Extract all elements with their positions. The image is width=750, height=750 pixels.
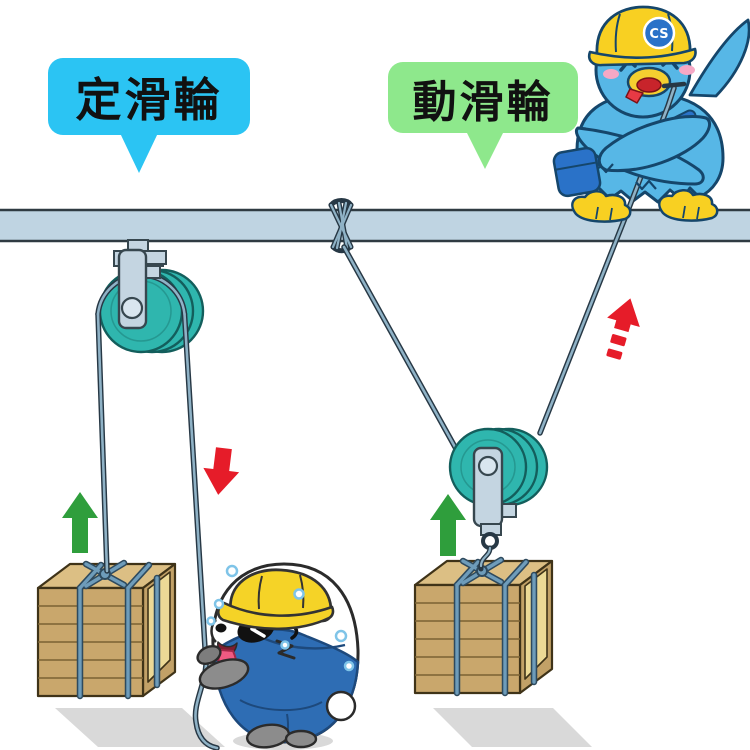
bird-raised-wing xyxy=(688,18,750,98)
bird-helmet-brim xyxy=(587,47,697,67)
axle-hole xyxy=(120,296,144,320)
panda-nose xyxy=(215,623,227,633)
bird-tie xyxy=(625,88,644,104)
hook-highlight xyxy=(479,546,492,568)
right-crate-shadow xyxy=(433,708,592,747)
helmet-ridge xyxy=(614,13,621,53)
sweat-drops xyxy=(206,564,355,672)
arrows xyxy=(62,298,640,556)
right-crate xyxy=(413,556,554,697)
bird-wing-right xyxy=(597,114,712,173)
panda-tail xyxy=(325,690,357,722)
bird-worker: CS xyxy=(552,5,750,223)
bird-cheek xyxy=(679,65,695,75)
overalls-fold xyxy=(239,699,323,711)
panda-paw-upper xyxy=(196,644,222,666)
movable-pulley xyxy=(448,427,549,572)
bracket-flange xyxy=(143,250,167,265)
fixed-pulley-label: 定滑輪 xyxy=(75,72,223,127)
left-crate xyxy=(36,559,177,700)
bird-mouth xyxy=(636,77,662,93)
panda-helmet-brim xyxy=(216,601,335,631)
bird-bag xyxy=(552,146,602,198)
panda-worker xyxy=(196,562,360,749)
movable-pulley-label: 動滑輪 xyxy=(412,76,554,128)
bird-foot xyxy=(571,190,632,223)
load-up-arrow-right-icon xyxy=(430,494,466,556)
beam xyxy=(0,208,750,243)
axle-hole xyxy=(477,455,499,477)
load-up-arrow-left-icon xyxy=(62,492,98,553)
movable-pulley-callout: 動滑輪 xyxy=(388,62,578,169)
toe-lines xyxy=(595,206,613,221)
rope-anchor-knot xyxy=(328,198,354,254)
toe-lines xyxy=(682,205,700,220)
crate-binding-rope xyxy=(453,556,538,697)
panda-foot xyxy=(284,729,318,749)
fixed-pulley-callout: 定滑輪 xyxy=(48,58,250,173)
bird-foot xyxy=(658,189,719,222)
helmet-badge xyxy=(642,16,676,50)
left-crate-shadow xyxy=(55,708,225,747)
bird-cheek xyxy=(603,69,619,79)
panda-paw-lower xyxy=(198,658,250,690)
callout-tail xyxy=(120,133,158,173)
crate-binding-rope xyxy=(76,559,161,700)
feather-zigzag xyxy=(635,179,657,191)
callout-tail xyxy=(466,131,504,169)
helmet-badge-text: CS xyxy=(649,27,668,42)
movable-pulley-rope xyxy=(341,210,630,450)
effort-up-dashed-arrow-icon xyxy=(606,298,640,360)
helmet-ridge xyxy=(257,575,263,610)
effort-down-arrow-icon xyxy=(203,447,240,495)
beam-bar xyxy=(0,208,750,243)
